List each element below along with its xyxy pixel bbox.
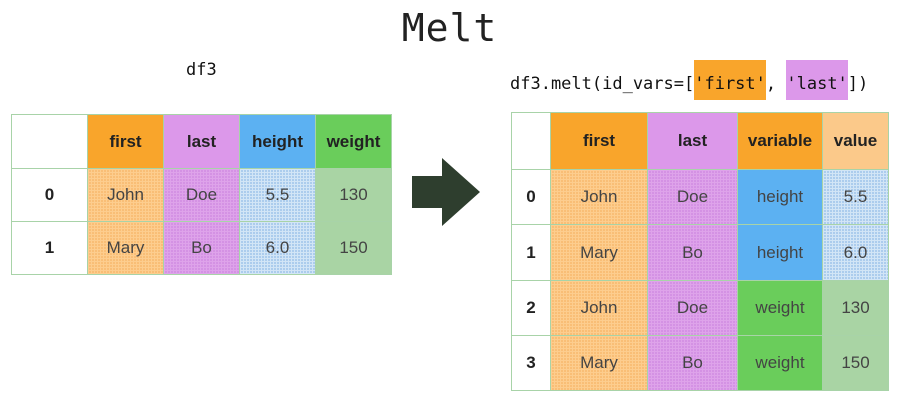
cell-weight: 130 [315,168,392,222]
table-row: 2 John Doe weight 130 [511,280,889,336]
table-header-row: first last height weight [11,114,392,169]
cell-variable: height [737,169,823,225]
table-row: 3 Mary Bo weight 150 [511,335,889,391]
cell-weight: 150 [315,221,392,275]
cell-last: Bo [647,335,738,391]
column-header-weight: weight [315,114,392,169]
diagram-title: Melt [401,6,498,50]
row-index: 1 [11,221,88,275]
df3-caption: df3 [186,60,217,80]
corner-cell [11,114,88,169]
cell-height: 6.0 [239,221,316,275]
cell-last: Bo [163,221,240,275]
cell-height: 5.5 [239,168,316,222]
cell-first: Mary [87,221,164,275]
cell-first: Mary [550,224,648,281]
row-index: 0 [11,168,88,222]
cell-last: Doe [647,169,738,225]
table-row: 0 John Doe 5.5 130 [11,168,392,222]
cell-value: 6.0 [822,224,889,281]
column-header-variable: variable [737,112,823,170]
row-index: 1 [511,224,551,281]
row-index: 0 [511,169,551,225]
arrow-shape [412,158,480,226]
cell-value: 5.5 [822,169,889,225]
cell-last: Doe [163,168,240,222]
id-var-first-highlight: 'first' [694,60,766,100]
cell-variable: height [737,224,823,281]
cell-last: Bo [647,224,738,281]
right-arrow-icon [412,158,480,226]
cell-first: John [550,280,648,336]
melted-table: first last variable value 0 John Doe hei… [511,112,889,391]
melt-code-caption: df3.melt(id_vars=['first', 'last']) [510,60,868,100]
cell-variable: weight [737,335,823,391]
cell-first: Mary [550,335,648,391]
melt-code-separator: , [765,74,787,94]
cell-value: 130 [822,280,889,336]
df3-table: first last height weight 0 John Doe 5.5 … [11,114,392,275]
column-header-value: value [822,112,889,170]
cell-value: 150 [822,335,889,391]
row-index: 2 [511,280,551,336]
table-row: 1 Mary Bo 6.0 150 [11,221,392,275]
melt-code-prefix: df3.melt(id_vars=[ [510,74,695,94]
cell-variable: weight [737,280,823,336]
column-header-first: first [550,112,648,170]
id-var-last-highlight: 'last' [786,60,848,100]
column-header-height: height [239,114,316,169]
cell-last: Doe [647,280,738,336]
cell-first: John [87,168,164,222]
table-header-row: first last variable value [511,112,889,170]
table-row: 1 Mary Bo height 6.0 [511,224,889,281]
table-row: 0 John Doe height 5.5 [511,169,889,225]
corner-cell [511,112,551,170]
column-header-first: first [87,114,164,169]
column-header-last: last [163,114,240,169]
row-index: 3 [511,335,551,391]
melt-code-suffix: ]) [847,74,869,94]
cell-first: John [550,169,648,225]
column-header-last: last [647,112,738,170]
